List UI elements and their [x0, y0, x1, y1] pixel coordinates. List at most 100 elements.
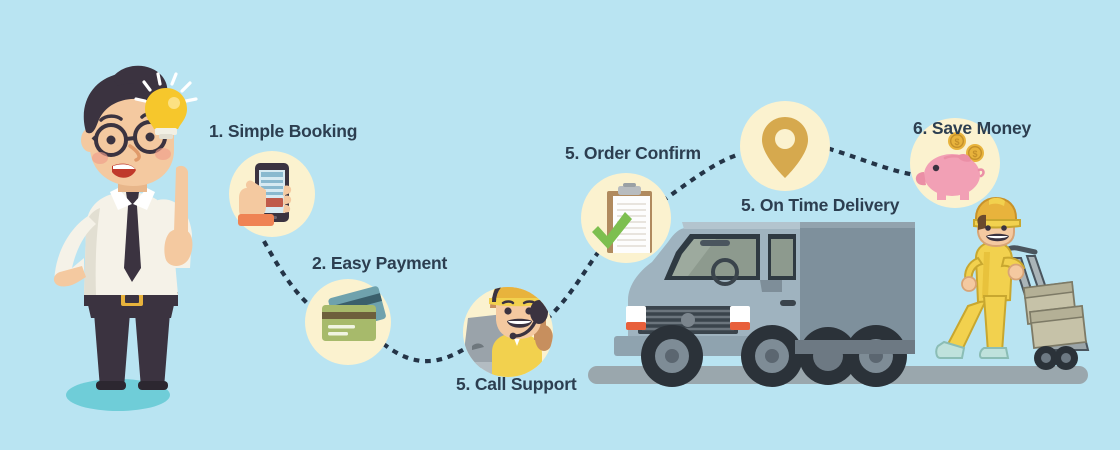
- piggy-tail: [977, 168, 985, 178]
- pointing-hand: [164, 228, 193, 266]
- truck-right-headlight: [730, 306, 750, 324]
- truck-middle-wheel: [741, 325, 803, 387]
- step-label-save-money: 6. Save Money: [913, 118, 1032, 138]
- step-badge-order-confirm[interactable]: [581, 173, 671, 263]
- front-card: [322, 305, 376, 341]
- laptop-logo: [472, 343, 484, 350]
- piggy-coin-slot: [943, 154, 969, 162]
- worker-left-eye: [985, 225, 991, 231]
- agent-left-eyebrow: [501, 300, 515, 305]
- right-shoe: [138, 381, 168, 390]
- phone-booking-button: [261, 198, 283, 207]
- right-cheek: [155, 148, 171, 160]
- sleeve-cuff: [238, 214, 274, 226]
- step-label-on-time-delivery: 5. On Time Delivery: [741, 195, 900, 215]
- hand-truck-wheel-front-hub: [1061, 353, 1071, 363]
- location-pin-icon: [762, 117, 808, 178]
- left-hand: [53, 266, 86, 287]
- ear: [81, 128, 99, 152]
- green-checkmark: [592, 212, 632, 249]
- piggy-back-leg: [960, 192, 969, 200]
- lightbulb-screw: [159, 134, 173, 139]
- connector-step5-step6: [827, 146, 913, 177]
- connector-step4-step5: [661, 151, 743, 203]
- right-leg: [134, 300, 171, 388]
- front-card-stripe: [322, 312, 376, 319]
- headset-band: [492, 287, 520, 303]
- cargo-box-lower-flap: [1029, 305, 1084, 324]
- worker-torso: [974, 240, 1014, 304]
- step-label-order-confirm: 5. Order Confirm: [565, 143, 701, 163]
- worker-back-leg: [946, 298, 988, 352]
- shirt-collar: [110, 188, 132, 210]
- truck-side-window-glass: [771, 239, 793, 276]
- truck-left-turn-signal: [626, 322, 646, 330]
- step-label-call-support: 5. Call Support: [456, 374, 577, 394]
- truck-cargo-box-top: [795, 222, 915, 228]
- truck-windshield-shine: [672, 239, 716, 276]
- front-card-line-2: [328, 332, 348, 336]
- clipboard-clip: [618, 186, 641, 195]
- step-label-easy-payment: 2. Easy Payment: [312, 253, 448, 273]
- worker-back-hand: [961, 276, 977, 292]
- worker-front-shoe: [978, 347, 1010, 359]
- headset-mic-boom: [513, 320, 537, 338]
- headset-earpiece: [530, 300, 548, 324]
- lightbulb-highlight: [168, 97, 180, 109]
- headset-mic: [509, 332, 517, 340]
- agent-left-eye: [504, 307, 512, 315]
- nose: [128, 144, 141, 162]
- fingers: [283, 185, 292, 213]
- hair-quiff: [112, 65, 168, 100]
- agent-ponytail: [535, 325, 553, 351]
- necktie-body: [124, 206, 141, 282]
- step-badge-call-support[interactable]: [450, 273, 553, 380]
- piggy-body: [924, 154, 980, 196]
- lightbulb-glass: [145, 88, 187, 129]
- clipboard-paper-lines: [617, 203, 646, 247]
- right-eye: [145, 132, 155, 142]
- pointing-index-finger: [174, 165, 188, 232]
- mouth-teeth: [113, 164, 135, 169]
- lightbulb-base: [155, 128, 177, 135]
- delivery-worker-hand-truck-character: [935, 196, 1090, 370]
- truck-roof: [682, 222, 800, 229]
- step-badge-save-money[interactable]: $ $: [910, 118, 1000, 208]
- belt-buckle-inner: [125, 295, 139, 303]
- piggy-snout: [915, 172, 926, 186]
- truck-rear-wheel: [845, 325, 907, 387]
- truck-left-headlight: [626, 306, 646, 324]
- truck-right-turn-signal: [730, 322, 750, 330]
- businessman-pointing-character: [53, 65, 198, 411]
- hand-holding-phone-icon: [238, 163, 292, 226]
- worker-overall-strap: [982, 252, 990, 298]
- step-badge-on-time-delivery[interactable]: [740, 101, 830, 191]
- truck-sun-visor: [700, 240, 730, 246]
- shirt-collar-right: [133, 188, 155, 210]
- hand: [239, 180, 266, 218]
- svg-text:$: $: [972, 149, 977, 159]
- worker-back-shoe: [935, 340, 966, 359]
- worker-hair: [977, 214, 986, 230]
- step-badge-simple-booking[interactable]: [229, 151, 315, 237]
- left-eye: [106, 135, 116, 145]
- truck-steering-wheel: [711, 258, 739, 286]
- agent-torso: [492, 333, 542, 377]
- truck-front-wheel: [641, 325, 703, 387]
- worker-right-eye: [1001, 225, 1007, 231]
- clipboard-check-icon: [592, 183, 652, 253]
- step-label-simple-booking: 1. Simple Booking: [209, 121, 358, 141]
- truck-door-handle: [780, 300, 796, 306]
- connector-step2-step3: [382, 342, 469, 364]
- left-shoe: [96, 381, 126, 390]
- truck-side-mirror: [760, 280, 782, 292]
- credit-cards-icon: [322, 286, 386, 341]
- step-badge-easy-payment[interactable]: [305, 279, 391, 365]
- truck-emblem: [681, 313, 695, 327]
- worker-cap-button: [989, 197, 1005, 206]
- worker-teeth: [987, 236, 1008, 239]
- agent-cap-top: [508, 273, 533, 284]
- left-leg: [93, 300, 131, 388]
